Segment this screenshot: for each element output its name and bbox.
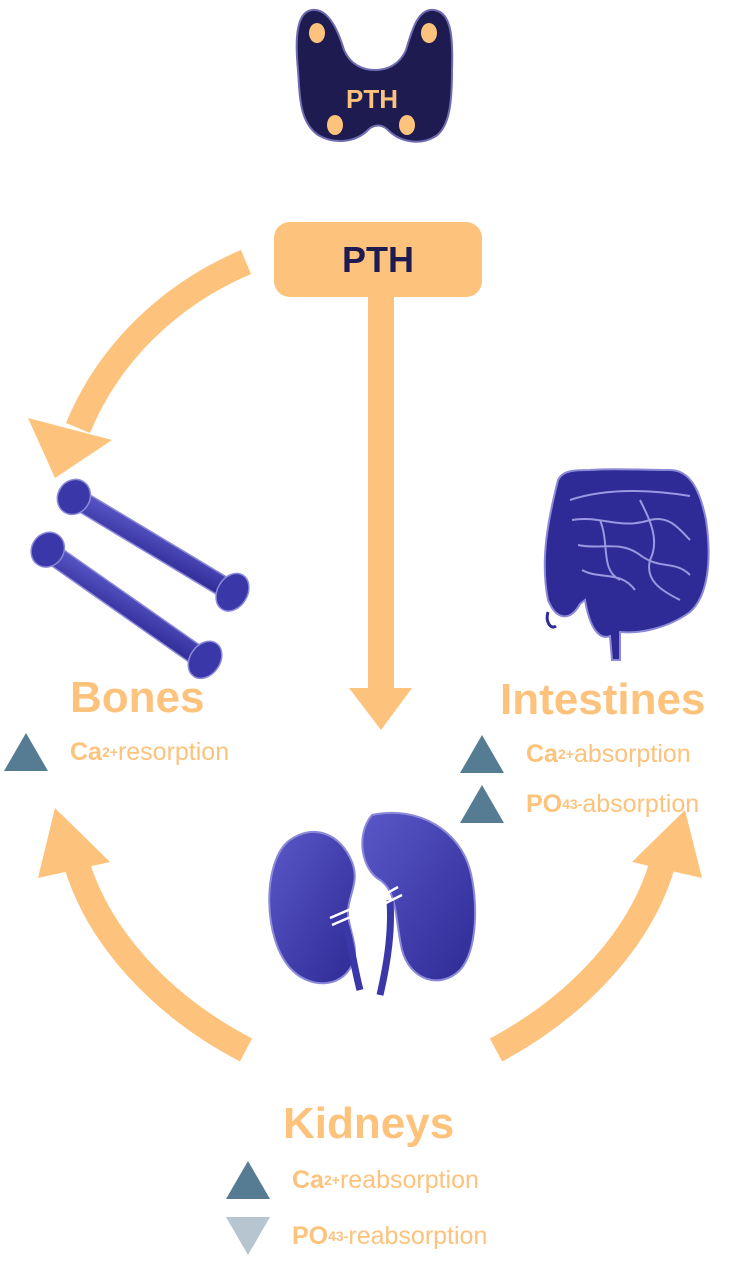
pth-hormone-box: PTH [274,222,482,297]
bones-icon [30,478,250,680]
intestines-title: Intestines [500,675,706,724]
bones-title: Bones [70,673,205,722]
increase-triangle-icon [4,733,48,771]
arrow-kidneys-to-bones [38,808,253,1062]
decrease-triangle-icon [226,1217,270,1255]
arrow-kidneys-to-intestines [489,810,702,1062]
kidneys-icon [268,811,477,996]
kidneys-title: Kidneys [283,1099,455,1148]
increase-triangle-icon [226,1161,270,1199]
parathyroid-gland-icon: PTH [295,8,454,143]
arrow-pth-to-kidneys [349,290,412,730]
increase-triangle-icon [460,785,504,823]
intestines-icon [543,468,710,661]
increase-triangle-icon [460,735,504,773]
arrow-pth-to-bones [28,250,252,478]
gland-label: PTH [346,84,398,114]
